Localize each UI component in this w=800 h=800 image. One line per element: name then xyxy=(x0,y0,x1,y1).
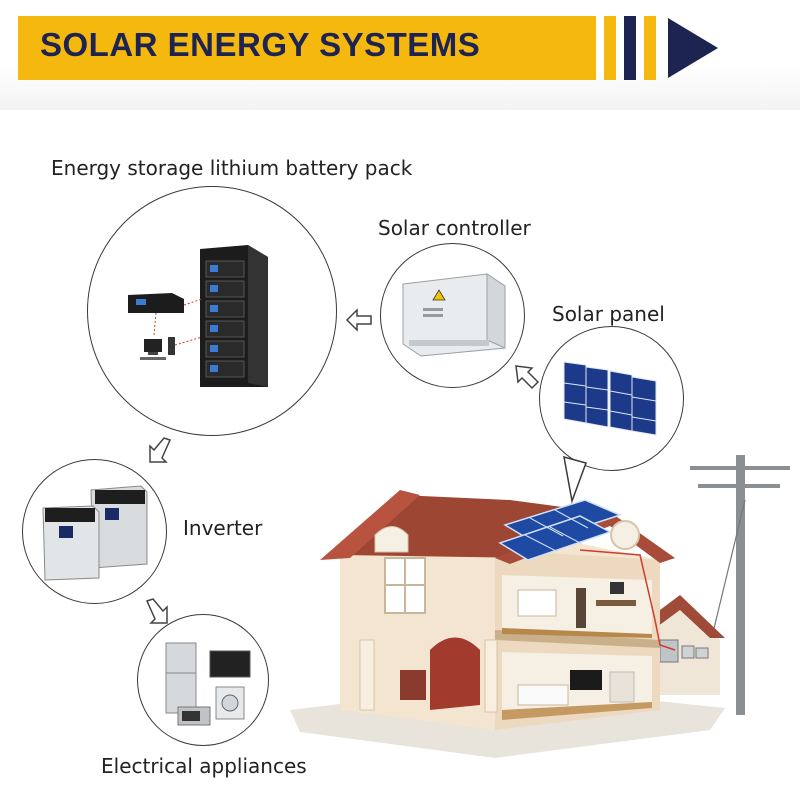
hollow-arrow-icon xyxy=(345,308,372,332)
hollow-arrow-icon xyxy=(149,437,172,463)
solar-panel-circle xyxy=(539,326,684,471)
appliances-label: Electrical appliances xyxy=(101,754,307,778)
hollow-arrow-icon xyxy=(145,598,168,624)
callout-pointer xyxy=(563,455,587,504)
solar-panel-icon xyxy=(563,361,657,436)
battery-pack-icon xyxy=(128,245,268,387)
inverter-label: Inverter xyxy=(183,516,263,540)
utility-pole xyxy=(690,455,790,715)
appliances-circle xyxy=(137,614,269,746)
page-title: SOLAR ENERGY SYSTEMS xyxy=(40,26,481,63)
house-illustration xyxy=(290,455,790,758)
banner-stripe-3 xyxy=(644,16,656,80)
battery-pack-circle xyxy=(87,186,337,436)
appliances-icon xyxy=(165,642,251,726)
title-bar: SOLAR ENERGY SYSTEMS xyxy=(18,16,596,80)
play-arrow-icon xyxy=(668,18,718,78)
solar-controller-label: Solar controller xyxy=(378,216,531,240)
solar-controller-circle xyxy=(380,243,525,388)
inverter-icon xyxy=(42,485,148,581)
banner-stripe-1 xyxy=(604,16,616,80)
inverter-circle xyxy=(22,459,167,604)
banner-stripe-2 xyxy=(624,16,636,80)
solar-controller-icon xyxy=(402,273,506,357)
battery-pack-label: Energy storage lithium battery pack xyxy=(51,156,413,180)
hollow-arrow-icon xyxy=(515,365,540,390)
solar-panel-label: Solar panel xyxy=(552,302,665,326)
